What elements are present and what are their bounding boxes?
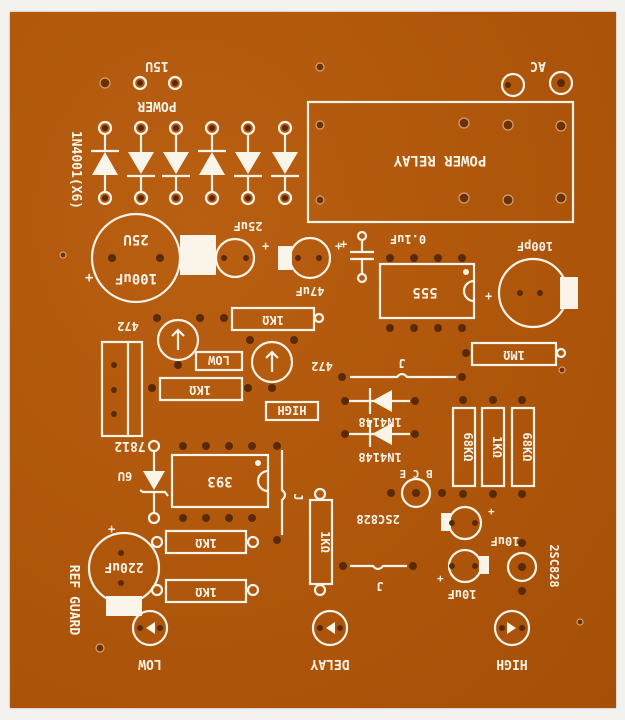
trimpot-left: 472 [117,314,204,369]
low-box: LOW [194,350,244,372]
cap-10uf-b-label: 10uF [448,587,477,601]
cap-47uf-label: 47uF [296,284,325,298]
cap-0-1uf-label: 0.1uF [390,232,426,246]
resistor-1k-delay-label: 1KΩ [318,531,332,553]
resistor-1k-mid-label: 1KΩ [189,383,211,397]
cap-voltage-label: 25U [123,231,148,247]
transistor-2sc828-a: B C E 2SC828 [356,467,446,526]
power-relay-footprint: POWER RELAY [306,100,575,224]
ic-555-label: 555 [412,284,437,300]
led-low-label: LOW [138,656,162,671]
high-box: HIGH [264,400,320,422]
resistor-1k-mid: 1KΩ [148,376,252,402]
ref-guard-label: REF GUARD [66,565,81,636]
jumper-j1-label: J [398,356,405,370]
cap-10uf-a: + 10uF [441,505,519,548]
led-delay: DELAY [310,609,350,671]
resistor-68k-a: 68KΩ [451,396,477,498]
jumper-j2-label: J [291,493,305,500]
diode-1n4148-b-label: 1N4148 [358,450,401,464]
ic-393-footprint: 393 [170,442,270,522]
silkscreen-layer: 15U POWER [59,58,584,671]
jumper-j2: J [273,442,305,544]
svg-text:+: + [108,522,115,536]
low-box-label: LOW [207,353,229,367]
ac-terminals: AC [315,58,574,98]
resistor-68k-b: 68KΩ [510,396,536,498]
cap-10uf-b: + 10uF [437,548,489,601]
pot-right-label: 472 [311,359,333,373]
svg-text:+: + [262,239,269,253]
resistor-1k-top: 1KΩ [220,306,325,332]
svg-text:+: + [437,572,444,585]
jumper-j1: J [338,356,466,381]
svg-text:+: + [485,289,492,303]
cap-100pf: + 100pF [485,239,578,329]
cap-100uf: + 25U 100uF [85,212,216,304]
ac-label: AC [530,58,546,73]
jumper-j3-label: J [376,579,383,593]
resistor-1k-top-label: 1KΩ [262,313,284,327]
cap-47uf: + 47uF [278,236,342,298]
led-low: LOW [131,609,169,671]
led-high-label: HIGH [496,656,527,671]
high-box-label: HIGH [278,403,307,417]
resistor-1k-delay: 1KΩ [308,487,334,597]
power-voltage-label: 15U [145,58,169,73]
cap-220uf-label: 220uF [104,559,143,574]
relay-label: POWER RELAY [393,152,486,168]
resistor-1k-low2: 1KΩ [150,578,260,604]
resistor-1k-vert: 1KΩ [480,396,506,498]
svg-text:+: + [335,239,342,253]
zener-label: 6U [118,469,132,483]
svg-text:+: + [85,270,93,286]
led-delay-label: DELAY [310,656,349,671]
resistor-1k-low1-label: 1KΩ [195,536,217,550]
cap-220uf: + 220uF [87,522,161,616]
cap-10uf-a-label: 10uF [491,534,520,548]
led-high: HIGH [493,609,531,671]
diode-1n4148-a-label: 1N4148 [358,415,401,429]
cap-value-label: 100uF [115,270,157,286]
trimpot-right: 472 [246,336,333,392]
pcb-board: 15U POWER [10,12,616,708]
resistor-1m-label: 1MΩ [503,348,525,362]
power-connector: 15U POWER [99,58,183,113]
cap-25uf: + 25uF [214,219,269,279]
pot-left-label: 472 [117,319,139,333]
resistor-68k-a-label: 68KΩ [461,433,475,462]
regulator-7812: 7812 [100,340,146,453]
cap-25uf-label: 25uF [234,219,263,233]
rectifier-diodes: 1N4001(X6) [68,120,299,209]
ic-555-footprint: 555 [378,254,476,332]
resistor-68k-b-label: 68KΩ [520,433,534,462]
transistor-b-label: 2SC828 [547,544,561,587]
diodes-1n4148: 1N4148 1N4148 [341,388,419,464]
resistor-1k-vert-label: 1KΩ [490,436,504,458]
zener-6v: 6U [118,439,169,525]
svg-text:+: + [340,237,347,251]
jumper-j3: J [339,562,417,593]
resistor-1k-low2-label: 1KΩ [195,585,217,599]
transistor-pins-label: B C E [399,467,432,480]
regulator-label: 7812 [114,438,145,453]
transistor-2sc828-b: 2SC828 [506,539,561,595]
cap-100pf-label: 100pF [517,239,553,253]
power-label: POWER [137,98,176,113]
svg-text:+: + [488,505,495,518]
diodes-label: 1N4001(X6) [68,131,83,209]
resistor-1k-low1: 1KΩ [150,529,260,555]
ic-393-label: 393 [207,473,232,489]
resistor-1m: 1MΩ [462,341,567,367]
cap-0-1uf: + 0.1uF [340,230,426,284]
transistor-a-label: 2SC828 [356,512,399,526]
